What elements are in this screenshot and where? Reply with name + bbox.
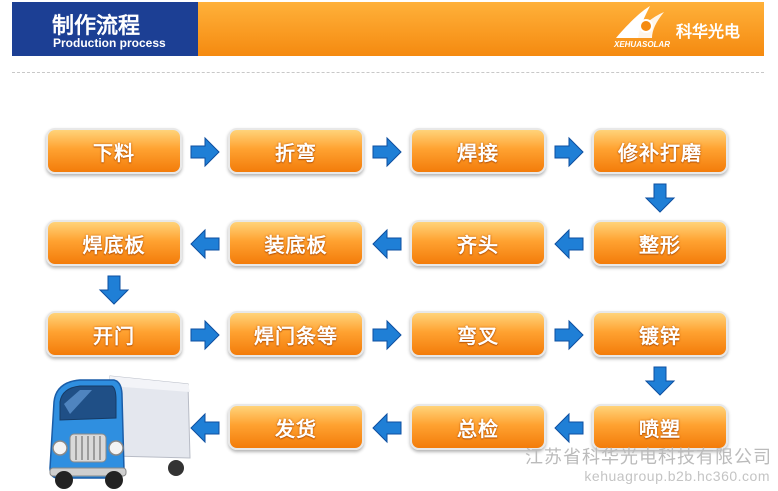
logo-wordmark: XEHUASOLAR <box>613 40 670 49</box>
step-trimming: 齐头 <box>410 220 546 266</box>
step-bending: 折弯 <box>228 128 364 174</box>
arrow-down-icon <box>98 275 130 305</box>
sun-logo-icon <box>616 6 664 38</box>
step-weld-base: 焊底板 <box>46 220 182 266</box>
step-fork-bending: 弯叉 <box>410 311 546 357</box>
step-powder-coating: 喷塑 <box>592 404 728 450</box>
divider <box>12 72 764 73</box>
step-shipping: 发货 <box>228 404 364 450</box>
page-title: 制作流程 <box>52 14 141 39</box>
arrow-right-icon <box>554 319 584 351</box>
arrow-left-icon <box>190 412 220 444</box>
step-galvanizing: 镀锌 <box>592 311 728 357</box>
arrow-left-icon <box>554 228 584 260</box>
arrow-left-icon <box>372 412 402 444</box>
arrow-down-icon <box>644 183 676 213</box>
step-shaping: 整形 <box>592 220 728 266</box>
step-install-base: 装底板 <box>228 220 364 266</box>
title-block: 制作流程 Production process <box>12 2 198 56</box>
step-weld-door-strips: 焊门条等 <box>228 311 364 357</box>
watermark-company: 江苏省科华光电科技有限公司 <box>525 447 772 468</box>
arrow-right-icon <box>372 319 402 351</box>
arrow-left-icon <box>554 412 584 444</box>
header-banner: 制作流程 Production process XEHUASOLAR 科华光电 <box>12 2 764 56</box>
watermark-url: kehuagroup.b2b.hc360.com <box>584 468 770 484</box>
step-repair-grinding: 修补打磨 <box>592 128 728 174</box>
arrow-right-icon <box>190 136 220 168</box>
arrow-down-icon <box>644 366 676 396</box>
arrow-left-icon <box>190 228 220 260</box>
step-final-inspection: 总检 <box>410 404 546 450</box>
logo-company-name: 科华光电 <box>676 22 741 41</box>
page-subtitle: Production process <box>53 36 166 50</box>
delivery-truck-icon <box>49 375 191 489</box>
arrow-right-icon <box>190 319 220 351</box>
step-welding: 焊接 <box>410 128 546 174</box>
step-door-cutting: 开门 <box>46 311 182 357</box>
arrow-right-icon <box>372 136 402 168</box>
arrow-right-icon <box>554 136 584 168</box>
step-cutting: 下料 <box>46 128 182 174</box>
arrow-left-icon <box>372 228 402 260</box>
